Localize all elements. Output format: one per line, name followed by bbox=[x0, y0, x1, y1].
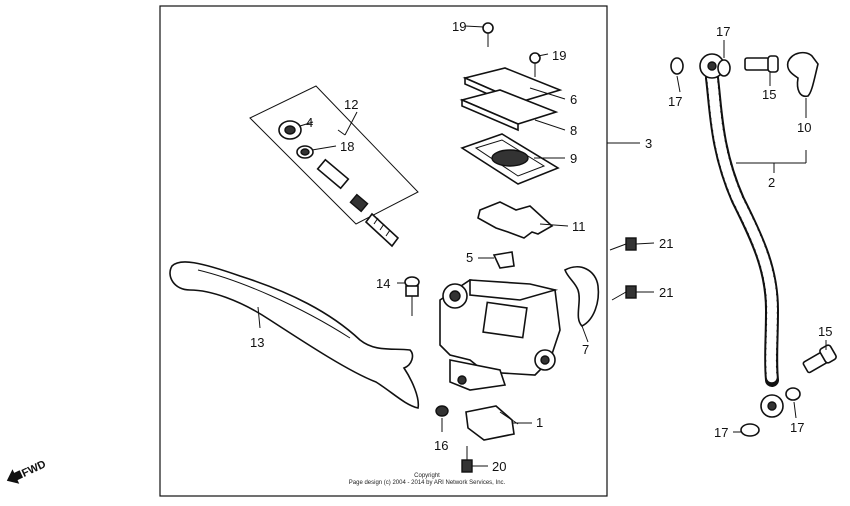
assembly-frame bbox=[159, 5, 608, 497]
callout-7: 7 bbox=[582, 342, 589, 357]
brake-switch bbox=[465, 405, 519, 441]
screw-20 bbox=[461, 446, 473, 473]
clip bbox=[492, 251, 515, 269]
callout-15-bottom: 15 bbox=[818, 324, 832, 339]
callout-17-c: 17 bbox=[714, 425, 728, 440]
callout-13: 13 bbox=[250, 335, 264, 350]
copyright-line-2: Page design (c) 2004 - 2014 by ARI Netwo… bbox=[349, 480, 506, 486]
boot-cap bbox=[786, 51, 819, 98]
holder bbox=[564, 266, 600, 327]
callout-16: 16 bbox=[434, 438, 448, 453]
callout-17-d: 17 bbox=[790, 420, 804, 435]
callout-14: 14 bbox=[376, 276, 390, 291]
callout-18: 18 bbox=[340, 139, 354, 154]
callout-17-b: 17 bbox=[716, 24, 730, 39]
master-cylinder-body bbox=[439, 279, 561, 391]
callout-19-b: 19 bbox=[552, 48, 566, 63]
fwd-arrow-icon bbox=[6, 469, 24, 484]
bolts-21 bbox=[609, 237, 637, 301]
washers-17 bbox=[670, 57, 801, 437]
gasket bbox=[477, 201, 554, 239]
brake-lever bbox=[169, 261, 420, 409]
reservoir-cap-stack bbox=[459, 67, 563, 185]
bolt-14 bbox=[404, 276, 420, 316]
callout-17-a: 17 bbox=[668, 94, 682, 109]
nut-16 bbox=[435, 405, 449, 417]
callout-10: 10 bbox=[797, 120, 811, 135]
brake-hose bbox=[699, 53, 784, 418]
callout-19-a: 19 bbox=[452, 19, 466, 34]
callout-12: 12 bbox=[344, 97, 358, 112]
callout-5: 5 bbox=[466, 250, 473, 265]
callout-15-top: 15 bbox=[762, 87, 776, 102]
callout-8: 8 bbox=[570, 123, 577, 138]
callout-21-b: 21 bbox=[659, 285, 673, 300]
fwd-label: FWD bbox=[20, 458, 48, 479]
leader-lines bbox=[299, 25, 827, 467]
callout-4: 4 bbox=[306, 115, 313, 130]
callout-11: 11 bbox=[572, 219, 586, 234]
callout-2: 2 bbox=[768, 175, 775, 190]
piston-kit-box bbox=[249, 85, 419, 225]
callout-6: 6 bbox=[570, 92, 577, 107]
fwd-indicator: FWD bbox=[6, 458, 48, 484]
copyright-line-1: Copyright bbox=[414, 473, 440, 479]
callout-20: 20 bbox=[492, 459, 506, 474]
bolts-15 bbox=[744, 55, 837, 374]
callout-21-a: 21 bbox=[659, 236, 673, 251]
piston-parts bbox=[278, 120, 400, 248]
screws-19 bbox=[482, 22, 541, 77]
callout-1: 1 bbox=[536, 415, 543, 430]
callout-9: 9 bbox=[570, 151, 577, 166]
callout-3: 3 bbox=[645, 136, 652, 151]
